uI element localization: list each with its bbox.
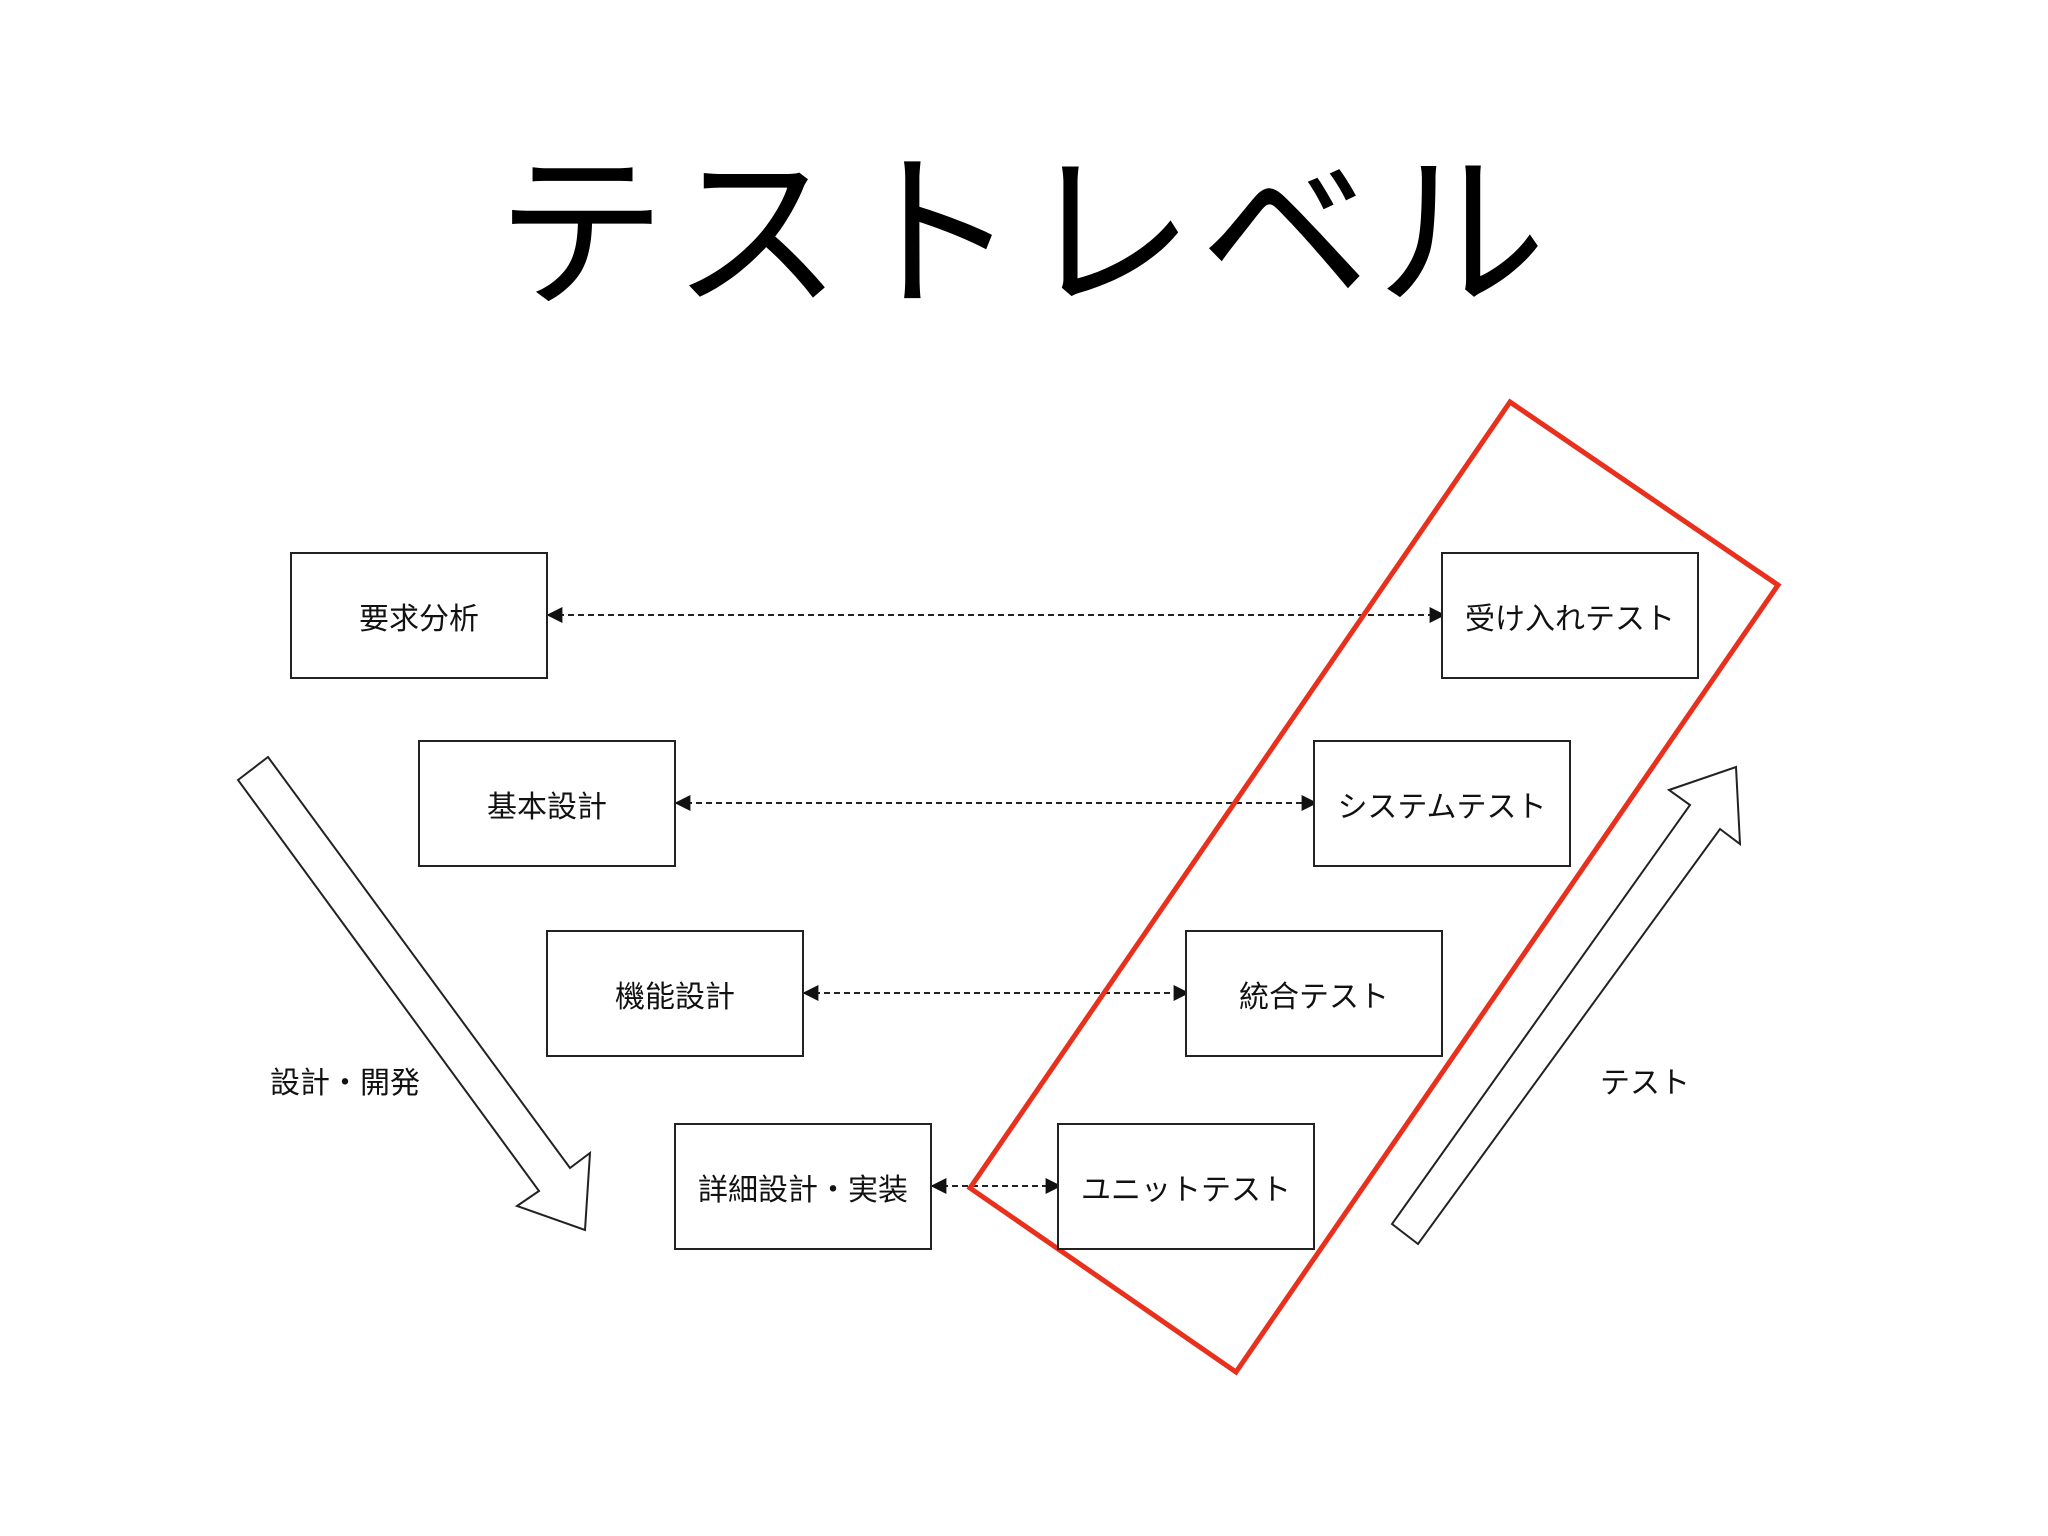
design-development-label: 設計・開発 <box>270 1066 420 1101</box>
test-up-arrow <box>1390 765 1742 1246</box>
box-basic-design: 基本設計 <box>418 740 676 867</box>
test-label: テスト <box>1600 1066 1690 1101</box>
box-system-test: システムテスト <box>1313 740 1571 867</box>
box-unit-test: ユニットテスト <box>1057 1123 1315 1250</box>
box-acceptance-test: 受け入れテスト <box>1441 552 1699 679</box>
box-integration-test: 統合テスト <box>1185 930 1443 1057</box>
slide-title: テストレベル <box>495 136 1552 334</box>
design-down-arrow <box>236 755 592 1232</box>
box-functional-design: 機能設計 <box>546 930 804 1057</box>
box-detailed-design-implementation: 詳細設計・実装 <box>674 1123 932 1250</box>
test-levels-highlight <box>966 398 1782 1376</box>
box-requirements-analysis: 要求分析 <box>290 552 548 679</box>
